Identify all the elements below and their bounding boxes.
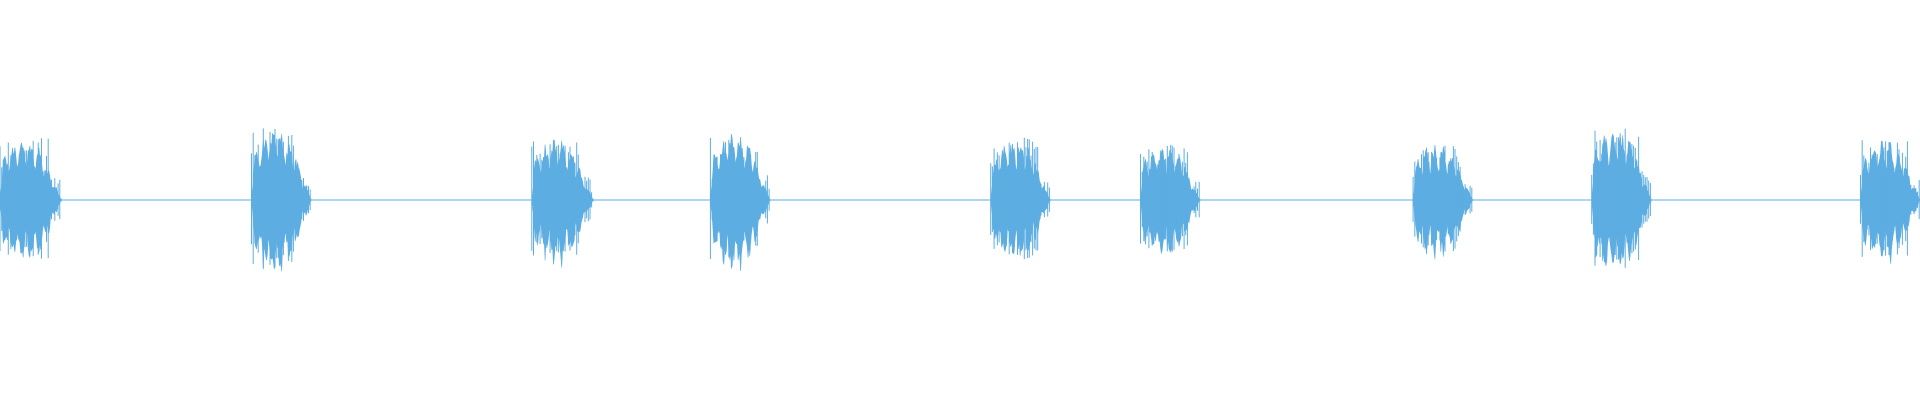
waveform-burst — [1591, 128, 1652, 268]
waveform-burst — [251, 128, 312, 272]
waveform-burst — [1140, 144, 1201, 254]
waveform-burst — [990, 137, 1051, 260]
waveform-burst — [1860, 140, 1920, 264]
waveform-burst-shape — [531, 139, 594, 268]
waveform-burst — [1412, 144, 1473, 260]
waveform-burst — [709, 133, 771, 272]
waveform-burst — [0, 138, 62, 259]
waveform-bursts — [0, 128, 1920, 272]
waveform-burst — [531, 139, 594, 268]
waveform-burst-shape — [0, 142, 62, 258]
